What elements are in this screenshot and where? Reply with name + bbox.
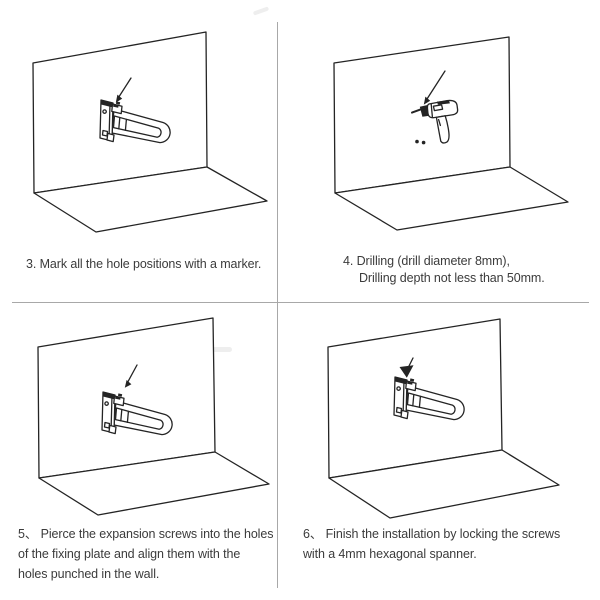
step4-diagram <box>333 36 569 231</box>
panel-divider-horizontal <box>12 302 589 303</box>
wall-outline <box>37 317 216 479</box>
power-drill <box>411 99 459 144</box>
caption-line: 4. Drilling (drill diameter 8mm), <box>343 254 510 268</box>
floor-outline <box>328 449 560 519</box>
step3-diagram <box>32 31 268 233</box>
caption-line: Drilling depth not less than 50mm. <box>359 271 545 285</box>
caption-line: 6、 Finish the installation by locking th… <box>303 527 561 541</box>
floor-outline <box>38 451 270 516</box>
step6-diagram <box>327 318 560 519</box>
caption-line: with a 4mm hexagonal spanner. <box>303 547 477 561</box>
pointer-arrow <box>115 77 132 103</box>
step6-caption: 6、 Finish the installation by locking th… <box>303 524 560 564</box>
pointer-arrow <box>423 70 446 105</box>
step3-caption: 3. Mark all the hole positions with a ma… <box>26 256 261 272</box>
down-arrow <box>399 357 414 378</box>
caption-line: 3. Mark all the hole positions with a ma… <box>26 257 262 271</box>
caption-line: of the fixing plate and align them with … <box>18 547 241 561</box>
floor-outline <box>33 166 268 233</box>
caption-line: holes punched in the wall. <box>18 567 160 581</box>
step5-diagram <box>37 317 270 516</box>
floor-outline <box>334 166 569 231</box>
step5-caption: 5、 Pierce the expansion screws into the … <box>18 524 273 584</box>
pointer-arrow <box>124 364 138 388</box>
drilled-holes <box>415 139 426 145</box>
step4-caption: 4. Drilling (drill diameter 8mm), Drilli… <box>343 253 545 287</box>
caption-line: 5、 Pierce the expansion screws into the … <box>18 527 274 541</box>
panel-divider-vertical <box>277 22 278 588</box>
